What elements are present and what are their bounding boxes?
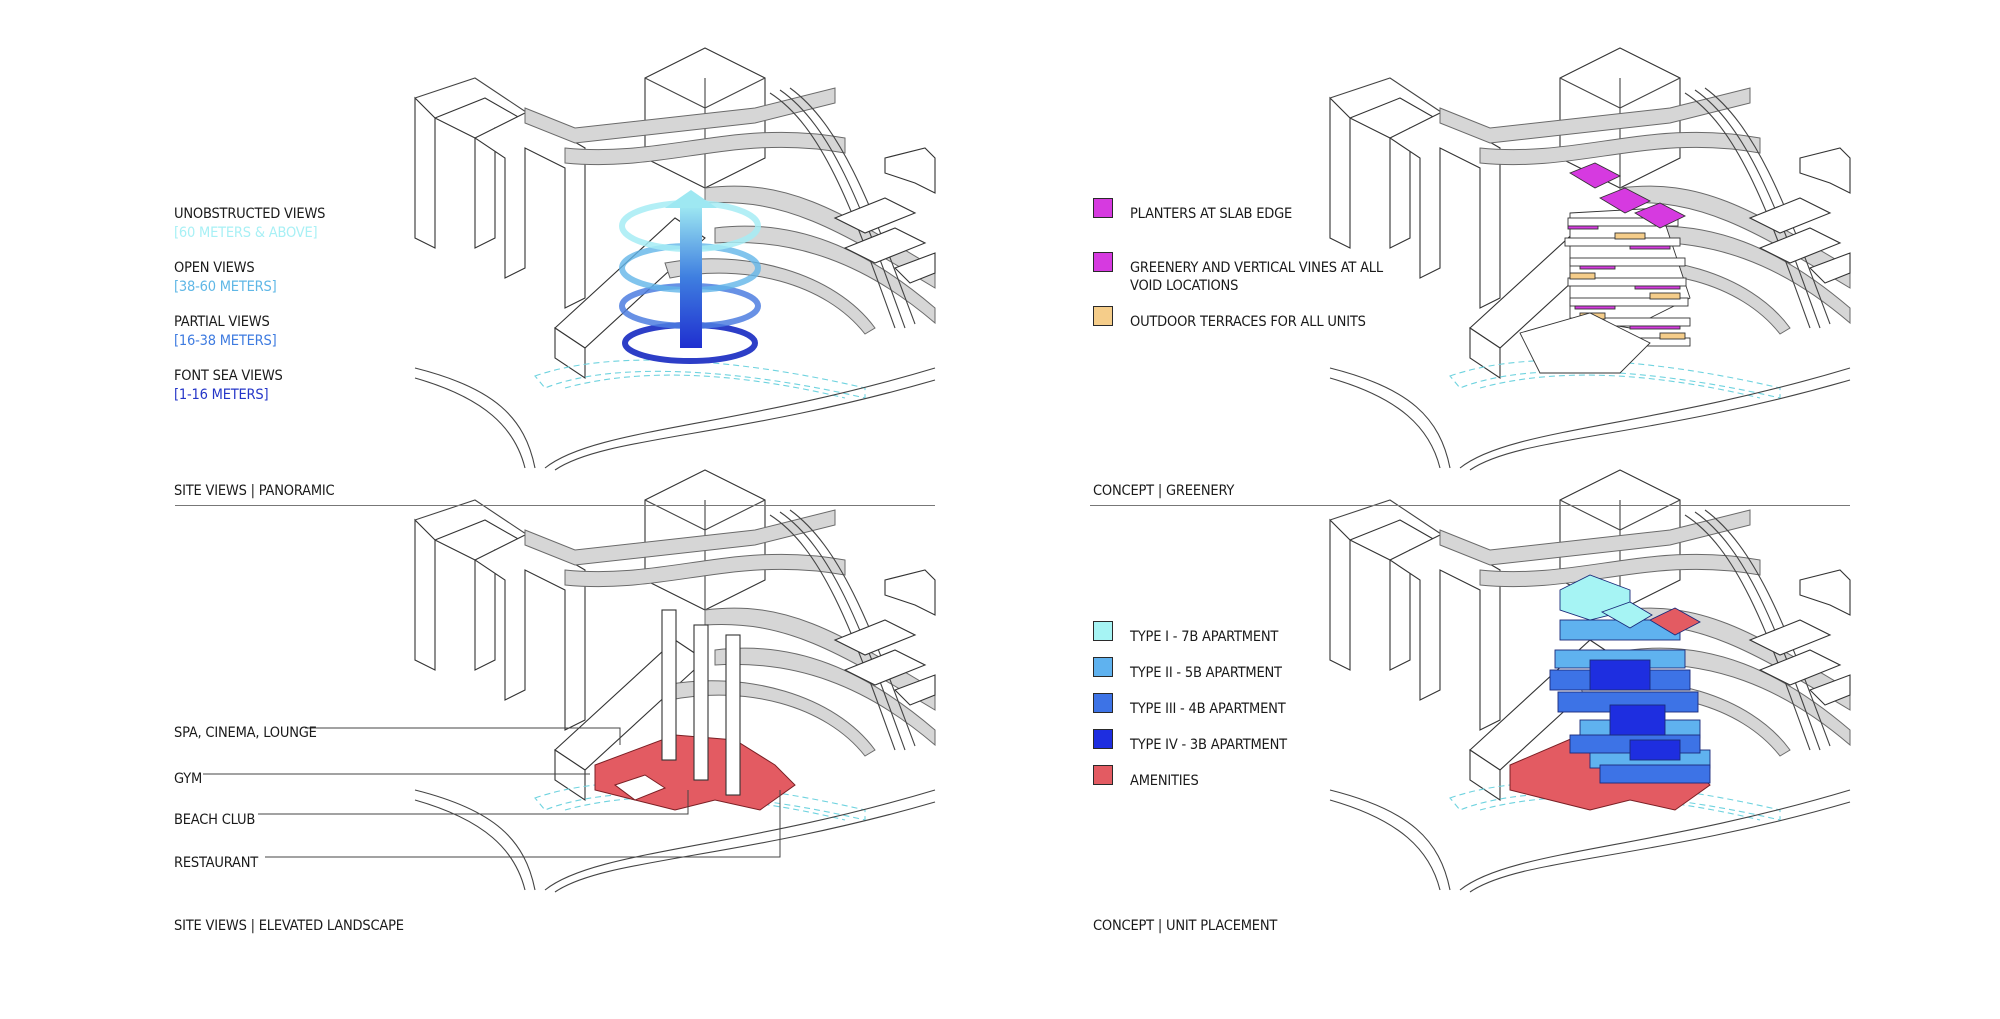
label-gym: GYM [174,771,203,787]
view-title-font-sea: FONT SEA VIEWS [174,368,283,384]
elevated-caption: SITE VIEWS | ELEVATED LANDSCAPE [174,918,404,934]
unit-placement-caption: CONCEPT | UNIT PLACEMENT [1093,918,1278,934]
view-range-open: [38-60 METERS] [174,279,277,295]
separator-right [1090,505,1850,507]
legend-terraces: OUTDOOR TERRACES FOR ALL UNITS [1130,314,1366,330]
unit-placement-drawing [1329,469,1851,893]
label-spa-cinema-lounge: SPA, CINEMA, LOUNGE [174,725,317,741]
view-title-partial: PARTIAL VIEWS [174,314,270,330]
slender-towers [661,609,741,796]
swatch-amenities [1093,765,1113,785]
elevated-drawing [414,469,936,893]
elevated-leader-lines [203,727,781,858]
panoramic-caption: SITE VIEWS | PANORAMIC [174,483,335,499]
view-range-unobstructed: [60 METERS & ABOVE] [174,225,318,241]
legend-amenities: AMENITIES [1130,773,1199,789]
greenery-drawing [1329,47,1851,471]
tower-slabs [1519,162,1691,374]
label-beach-club: BEACH CLUB [174,812,256,828]
legend-type-iv: TYPE IV - 3B APARTMENT [1130,737,1287,753]
swatch-planters [1093,198,1113,218]
legend-greenery-vines: GREENERY AND VERTICAL VINES AT ALL [1130,260,1383,276]
swatch-type-i [1093,621,1113,641]
legend-greenery-vines-line2: VOID LOCATIONS [1130,278,1239,294]
panoramic-drawing [414,47,936,471]
view-arrow [665,190,717,348]
view-title-unobstructed: UNOBSTRUCTED VIEWS [174,206,326,222]
swatch-terraces [1093,306,1113,326]
legend-planters: PLANTERS AT SLAB EDGE [1130,206,1293,222]
separator-left [175,505,935,507]
legend-type-iii: TYPE III - 4B APARTMENT [1130,701,1286,717]
greenery-caption: CONCEPT | GREENERY [1093,483,1235,499]
swatch-type-iii [1093,693,1113,713]
legend-type-i: TYPE I - 7B APARTMENT [1130,629,1279,645]
view-title-open: OPEN VIEWS [174,260,255,276]
view-range-partial: [16-38 METERS] [174,333,277,349]
swatch-type-ii [1093,657,1113,677]
unit-stack [1549,574,1711,784]
legend-type-ii: TYPE II - 5B APARTMENT [1130,665,1282,681]
swatch-greenery-vines [1093,252,1113,272]
swatch-type-iv [1093,729,1113,749]
view-range-font-sea: [1-16 METERS] [174,387,269,403]
label-restaurant: RESTAURANT [174,855,259,871]
